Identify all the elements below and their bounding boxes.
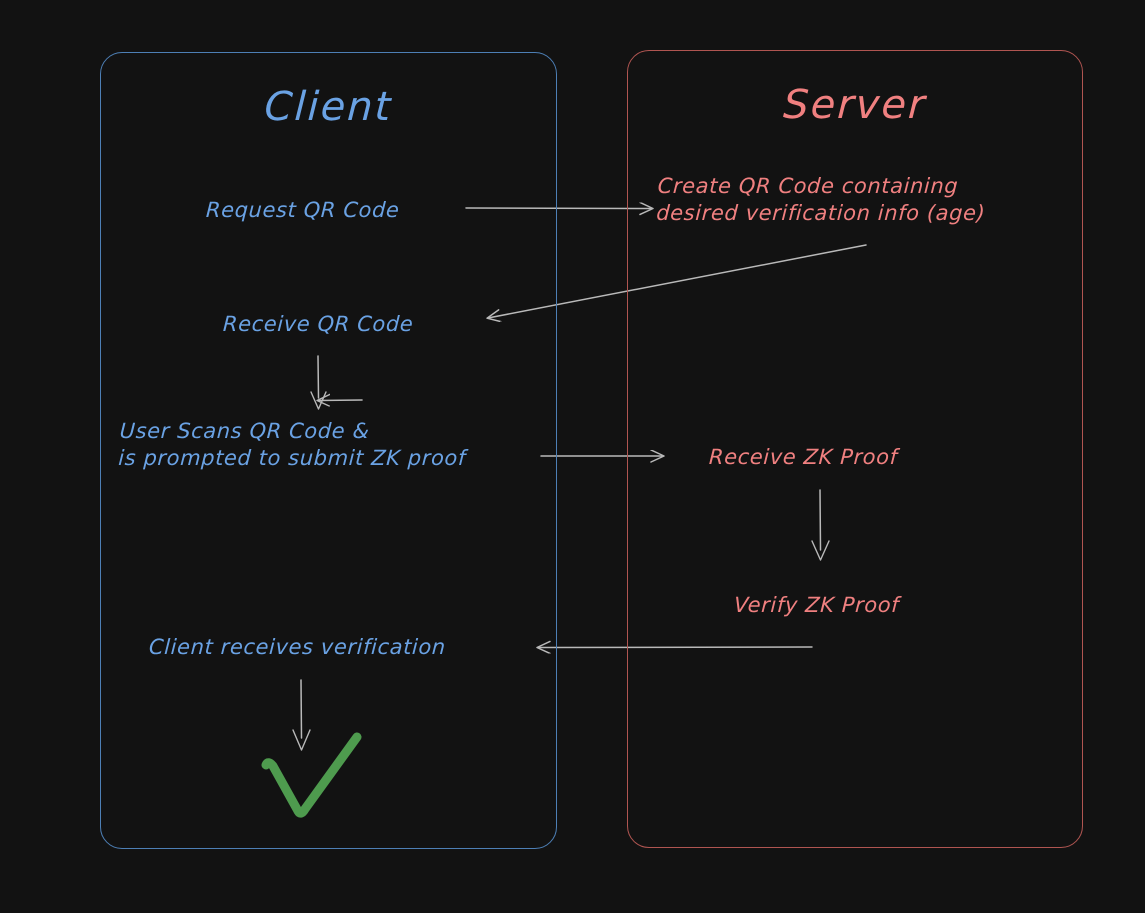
step-receive-qr-code: Receive QR Code (222, 312, 415, 336)
lane-server[interactable]: Server Create QR Code containing desired… (627, 50, 1083, 848)
step-request-qr-code: Request QR Code (205, 198, 401, 222)
lane-client[interactable]: Client Request QR Code Receive QR Code U… (100, 52, 557, 849)
connector-request-to-create (465, 208, 652, 209)
step-create-qr-code: Create QR Code containing desired verifi… (655, 174, 987, 226)
step-client-receives-verification: Client receives verification (148, 635, 447, 659)
connector-client-receives-to-check (292, 679, 311, 751)
lane-client-title: Client (263, 84, 394, 130)
success-check-icon (261, 732, 362, 818)
connector-receive-zk-to-verify-zk (811, 489, 830, 561)
connector-create-to-receive (488, 244, 867, 318)
step-user-scans-qr-code: User Scans QR Code & is prompted to subm… (117, 419, 467, 471)
step-receive-zk-proof: Receive ZK Proof (708, 445, 899, 469)
lane-server-title: Server (782, 82, 928, 128)
step-verify-zk-proof: Verify ZK Proof (733, 593, 900, 617)
connector-verify-to-client (538, 647, 813, 648)
connector-receive-to-scan (310, 355, 363, 410)
